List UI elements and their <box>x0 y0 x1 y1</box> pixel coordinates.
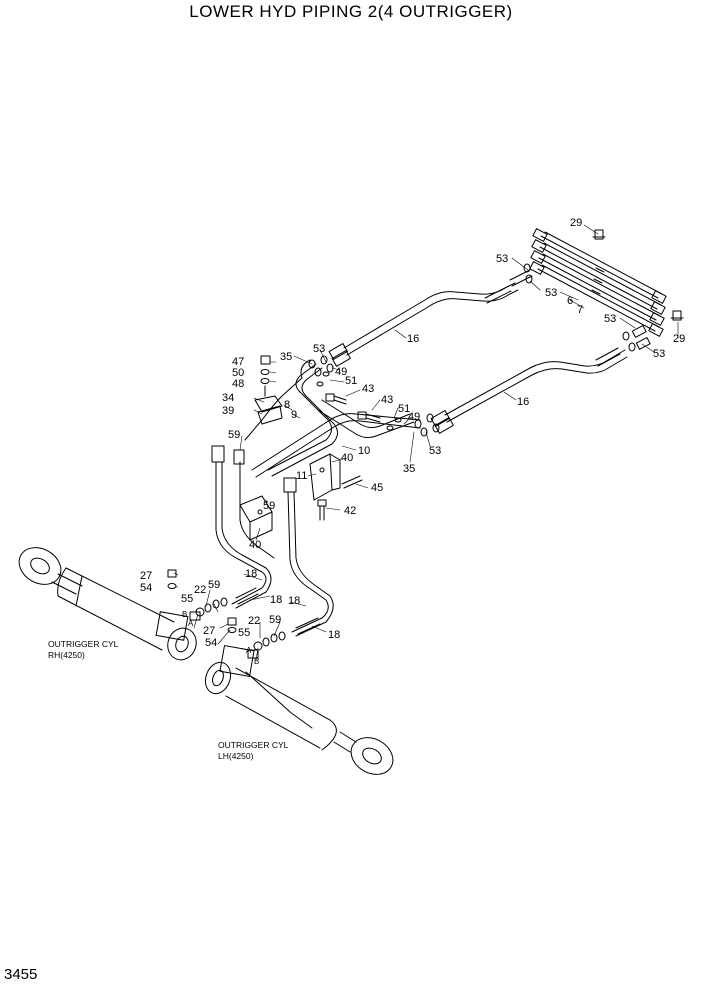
callout-22: 22 <box>248 615 260 627</box>
bracket-11 <box>309 453 363 521</box>
callout-40: 40 <box>341 452 353 464</box>
callout-55: 55 <box>238 627 250 639</box>
callout-49: 49 <box>408 411 420 423</box>
callout-53: 53 <box>545 287 557 299</box>
manifold-pipe-group <box>509 228 684 352</box>
callout-10: 10 <box>358 445 370 457</box>
callout-49: 49 <box>335 366 347 378</box>
hose-18-left <box>211 445 275 609</box>
hose-16-upper <box>328 282 519 367</box>
callout-53: 53 <box>313 343 325 355</box>
callout-50: 50 <box>232 367 244 379</box>
callout-53: 53 <box>429 445 441 457</box>
callout-53: 53 <box>496 253 508 265</box>
outrigger-cylinder-rh <box>18 547 197 661</box>
callout-53: 53 <box>604 313 616 325</box>
callout-59: 59 <box>228 429 240 441</box>
bolts-43 <box>316 371 402 431</box>
callout-59: 59 <box>208 579 220 591</box>
callout-16: 16 <box>407 333 419 345</box>
fittings-lh <box>227 617 286 659</box>
callout-51: 51 <box>398 403 410 415</box>
callout-8: 8 <box>284 399 290 411</box>
callout-18: 18 <box>288 595 300 607</box>
callout-53: 53 <box>653 348 665 360</box>
diagram-title: LOWER HYD PIPING 2(4 OUTRIGGER) <box>189 2 513 21</box>
callout-45: 45 <box>371 482 383 494</box>
outrigger-cylinder-lh <box>204 645 394 775</box>
port-mark-b: B <box>182 610 187 619</box>
callout-labels: 29 53 53 6 7 53 29 53 16 16 53 35 47 50 … <box>140 217 685 649</box>
o-rings-upper <box>308 355 440 437</box>
callout-16: 16 <box>517 396 529 408</box>
callout-27: 27 <box>140 570 152 582</box>
port-mark-a: A <box>246 646 252 655</box>
callout-29: 29 <box>570 217 582 229</box>
callout-43: 43 <box>381 394 393 406</box>
callout-51: 51 <box>345 375 357 387</box>
hose-16-lower <box>430 347 628 434</box>
callout-9: 9 <box>291 409 297 421</box>
note-lh-line1: OUTRIGGER CYL <box>218 740 289 750</box>
callout-6: 6 <box>567 295 573 307</box>
callout-59: 59 <box>263 500 275 512</box>
callout-34: 34 <box>222 392 234 404</box>
callout-55: 55 <box>181 593 193 605</box>
page-number: 3455 <box>4 966 38 983</box>
callout-42: 42 <box>344 505 356 517</box>
callout-35: 35 <box>403 463 415 475</box>
leader-lines <box>173 224 679 661</box>
callout-18: 18 <box>270 594 282 606</box>
callout-39: 39 <box>222 405 234 417</box>
callout-27: 27 <box>203 625 215 637</box>
callout-54: 54 <box>140 582 152 594</box>
note-rh-line2: RH(4250) <box>48 650 85 660</box>
port-mark-b: B <box>254 657 259 666</box>
callout-18: 18 <box>245 568 257 580</box>
hose-18-right <box>283 477 334 637</box>
callout-35: 35 <box>280 351 292 363</box>
callout-29: 29 <box>673 333 685 345</box>
port-marks: B A B A <box>182 610 259 666</box>
callout-47: 47 <box>232 356 244 368</box>
callout-40: 40 <box>249 539 261 551</box>
callout-48: 48 <box>232 378 244 390</box>
note-rh-line1: OUTRIGGER CYL <box>48 639 119 649</box>
tube-8-9-10 <box>244 359 421 478</box>
callout-18: 18 <box>328 629 340 641</box>
clamp-bracket-34 <box>254 355 283 425</box>
callout-22: 22 <box>194 584 206 596</box>
callout-54: 54 <box>205 637 217 649</box>
note-lh-line2: LH(4250) <box>218 751 254 761</box>
port-mark-a: A <box>188 619 194 628</box>
callout-59: 59 <box>269 614 281 626</box>
callout-7: 7 <box>577 304 583 316</box>
cylinder-notes: OUTRIGGER CYL RH(4250) OUTRIGGER CYL LH(… <box>48 639 289 761</box>
callout-11: 11 <box>296 470 307 482</box>
bracket-40 <box>239 495 273 541</box>
callout-43: 43 <box>362 383 374 395</box>
